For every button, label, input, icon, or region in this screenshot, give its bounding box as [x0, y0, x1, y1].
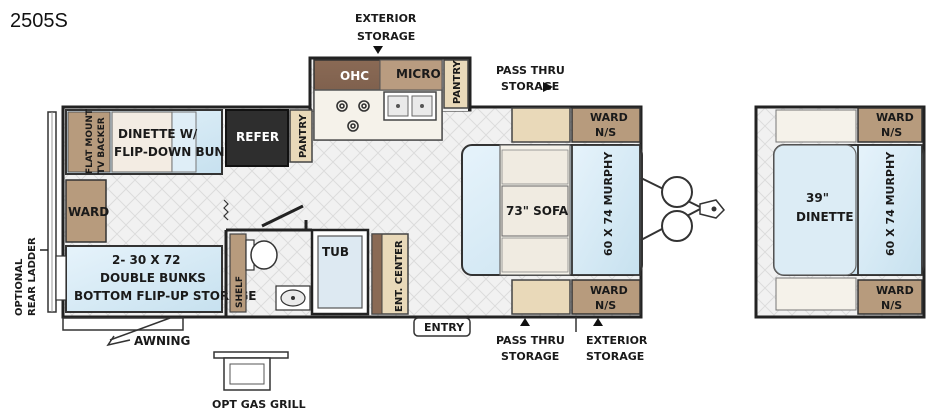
- alt-dinette-2: DINETTE: [796, 210, 854, 224]
- ward-ns-bottom: [571, 279, 641, 315]
- pass-thru-top-1: PASS THRU: [496, 64, 565, 77]
- sofa-murphy: [461, 144, 643, 276]
- dinette-bunk: [65, 109, 223, 175]
- pantry-kitchen: [443, 59, 469, 109]
- awning: [62, 317, 184, 347]
- dinette-label-2: FLIP-DOWN BUNK: [114, 145, 234, 159]
- micro-label: MICRO: [396, 67, 441, 81]
- dinette-label-1: DINETTE W/: [118, 127, 198, 141]
- pass-thru-bottom-2: STORAGE: [501, 350, 559, 363]
- entry-label: ENTRY: [424, 321, 465, 334]
- bathtub: [310, 228, 370, 316]
- pantry-left-label: PANTRY: [298, 114, 309, 158]
- ward-label: WARD: [68, 205, 109, 219]
- tub-label: TUB: [322, 245, 349, 259]
- bath-door: [261, 204, 304, 228]
- pass-thru-lower-box: [511, 279, 571, 315]
- refrigerator: [225, 109, 289, 167]
- model-number: 2505S: [10, 10, 68, 32]
- bunks-label-2: DOUBLE BUNKS: [100, 271, 206, 285]
- awning-label: AWNING: [134, 334, 190, 348]
- alt-murphy-label: 60 X 74 MURPHY: [884, 151, 897, 256]
- cooktop-burners: [336, 100, 370, 132]
- ext-storage-top-arrow: [373, 46, 383, 54]
- ward-ns-top: [571, 107, 641, 143]
- grill-label: OPT GAS GRILL: [212, 398, 306, 411]
- hitch: [640, 176, 726, 242]
- ward-ns-bottom-1: WARD: [590, 284, 628, 297]
- tv-backer-label-2: TV BACKER: [97, 117, 107, 174]
- ent-center-label: ENT. CENTER: [394, 240, 405, 312]
- double-bunks: [55, 245, 223, 313]
- alt-ward-bottom-1: WARD: [876, 284, 914, 297]
- bunks-label-1: 2- 30 X 72: [112, 253, 181, 267]
- pantry-kitchen-label: PANTRY: [452, 60, 463, 104]
- pantry-left: [289, 109, 313, 163]
- ext-storage-bottom-2: STORAGE: [586, 350, 644, 363]
- tv-backer-label-1: FLAT MOUNT: [85, 108, 95, 174]
- alt-ward-top-1: WARD: [876, 111, 914, 124]
- bath-sink: [275, 285, 311, 311]
- alt-ward-top-2: N/S: [881, 126, 902, 139]
- sofa-label: 73" SOFA: [506, 204, 569, 218]
- pass-thru-top-arrow: [543, 82, 553, 92]
- bath-door-hinge: [223, 199, 229, 221]
- bunks-label-3: BOTTOM FLIP-UP STORAGE: [74, 289, 257, 303]
- ext-storage-bottom-1: EXTERIOR: [586, 334, 648, 347]
- pass-thru-bottom-arrow: [520, 318, 530, 326]
- ward-ns-top-1: WARD: [590, 111, 628, 124]
- ext-storage-top-1: EXTERIOR: [355, 12, 417, 25]
- bath-shelf: [229, 233, 247, 313]
- pass-thru-bottom-1: PASS THRU: [496, 334, 565, 347]
- toilet: [245, 239, 278, 271]
- rear-ladder: [47, 111, 57, 313]
- alt-front-layout: [754, 105, 926, 319]
- kitchen-sink: [383, 91, 437, 121]
- alt-ward-bottom-2: N/S: [881, 299, 902, 312]
- ward-ns-bottom-2: N/S: [595, 299, 616, 312]
- ladder-label-1: OPTIONAL: [14, 258, 25, 316]
- gas-grill: [213, 351, 289, 391]
- ward-ns-top-2: N/S: [595, 126, 616, 139]
- ext-storage-top-2: STORAGE: [357, 30, 415, 43]
- pass-thru-upper-box: [511, 107, 571, 143]
- bath-walls: [224, 220, 312, 316]
- entry-door: [413, 317, 471, 337]
- ext-storage-bottom-arrow: [593, 318, 603, 326]
- refer-label: REFER: [236, 130, 279, 144]
- ohc-label: OHC: [340, 69, 369, 83]
- ladder-label-2: REAR LADDER: [27, 237, 38, 316]
- alt-dinette-1: 39": [806, 191, 829, 205]
- shelf-label: SHELF: [235, 276, 245, 308]
- rear-wardrobe: [65, 179, 107, 243]
- murphy-label: 60 X 74 MURPHY: [602, 151, 615, 256]
